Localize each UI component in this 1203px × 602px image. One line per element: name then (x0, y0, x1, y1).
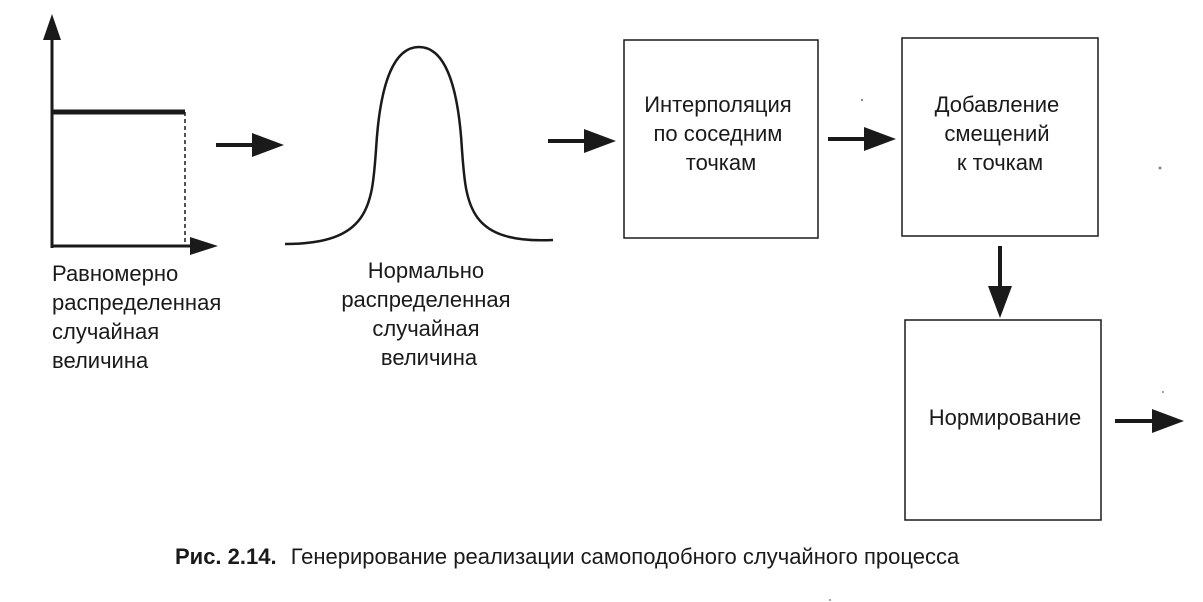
normal-label-line: случайная (372, 316, 479, 341)
figure-caption-text: Генерирование реализации самоподобного с… (291, 544, 960, 569)
uniform-label-line: Равномерно (52, 261, 178, 286)
arrow-normal-to-interpolation (548, 129, 616, 153)
interpolation-label-line: по соседним (653, 121, 782, 146)
x-axis-arrowhead (190, 237, 218, 255)
uniform-label-line: величина (52, 348, 149, 373)
interpolation-label-line: Интерполяция (644, 92, 791, 117)
add-offsets-label-line: к точкам (957, 150, 1043, 175)
normal-label: Нормально распределенная случайная велич… (341, 258, 516, 370)
normalization-box (904, 319, 1102, 521)
figure-number: Рис. 2.14. (175, 544, 277, 569)
uniform-label: Равномерно распределенная случайная вели… (52, 261, 227, 373)
figure-caption: Рис. 2.14. Генерирование реализации само… (175, 544, 960, 569)
scan-speck (829, 599, 831, 601)
scan-speck (1158, 166, 1162, 170)
normal-label-line: величина (381, 345, 478, 370)
add-offsets-box-label: Добавление смещений к точкам (935, 92, 1066, 175)
add-offsets-box (901, 37, 1099, 237)
scan-speck (860, 98, 864, 102)
arrow-output (1115, 409, 1184, 433)
interpolation-box-label: Интерполяция по соседним точкам (644, 92, 798, 175)
y-axis-arrowhead (43, 14, 61, 40)
add-offsets-label-line: Добавление (935, 92, 1060, 117)
add-offsets-label-line: смещений (944, 121, 1049, 146)
uniform-label-line: распределенная (52, 290, 221, 315)
arrow-interpolation-to-offsets (828, 127, 896, 151)
interpolation-label-line: точкам (686, 150, 757, 175)
arrow-offsets-to-normalization (988, 246, 1012, 318)
interpolation-box (623, 39, 819, 239)
normal-distribution-curve (284, 45, 554, 246)
uniform-distribution-plot (43, 14, 218, 255)
uniform-label-line: случайная (52, 319, 159, 344)
normal-label-line: распределенная (341, 287, 510, 312)
arrow-uniform-to-normal (216, 133, 284, 157)
normalization-box-label: Нормирование (929, 405, 1082, 430)
normal-label-line: Нормально (368, 258, 484, 283)
scan-speck (1162, 391, 1164, 393)
